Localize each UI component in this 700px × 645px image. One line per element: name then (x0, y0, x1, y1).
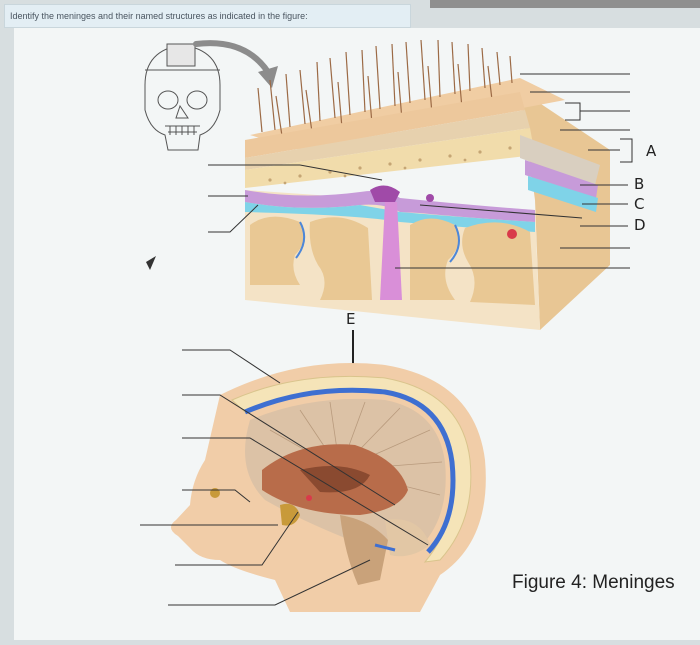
falx-cerebri (380, 202, 402, 300)
sphenoid-sinus (280, 503, 300, 526)
periosteum-layer (245, 110, 530, 170)
superior-sagittal-sinus (370, 185, 400, 202)
label-d: D (634, 216, 646, 234)
question-bar (4, 4, 411, 28)
leader-lines-top (208, 73, 633, 269)
cursor-arrow-icon (146, 256, 156, 270)
question-text: Identify the meninges and their named st… (10, 11, 308, 21)
arachnoid-granulation (426, 194, 434, 202)
dura-outline (244, 387, 456, 554)
skull-bone-layer (245, 128, 535, 188)
pituitary-artery (306, 495, 312, 501)
scalp-layer (245, 92, 525, 158)
bone-texture (268, 146, 512, 185)
figure-caption: Figure 4: Meninges (512, 572, 675, 593)
label-e: E (346, 310, 356, 328)
top-photo-edge (430, 0, 700, 8)
dural-sinus (374, 543, 396, 552)
leader-lines-head (140, 349, 429, 606)
dura-band (520, 135, 600, 185)
label-a: A (646, 142, 657, 160)
cerebral-artery (507, 229, 517, 239)
brainstem (340, 515, 388, 585)
head-sagittal-section (170, 363, 486, 612)
curved-arrow-icon (193, 40, 278, 88)
hair (257, 39, 513, 137)
cerebral-gyri (250, 216, 535, 305)
cerebellum (385, 519, 430, 557)
meninges-block (245, 39, 610, 330)
lateral-ventricle (300, 466, 370, 493)
arachnoid-band (525, 160, 598, 198)
cortical-vessels (295, 221, 460, 263)
label-c: C (634, 195, 645, 213)
pia-band (528, 176, 598, 212)
label-b: B (634, 175, 645, 193)
skull-illustration (144, 43, 221, 151)
